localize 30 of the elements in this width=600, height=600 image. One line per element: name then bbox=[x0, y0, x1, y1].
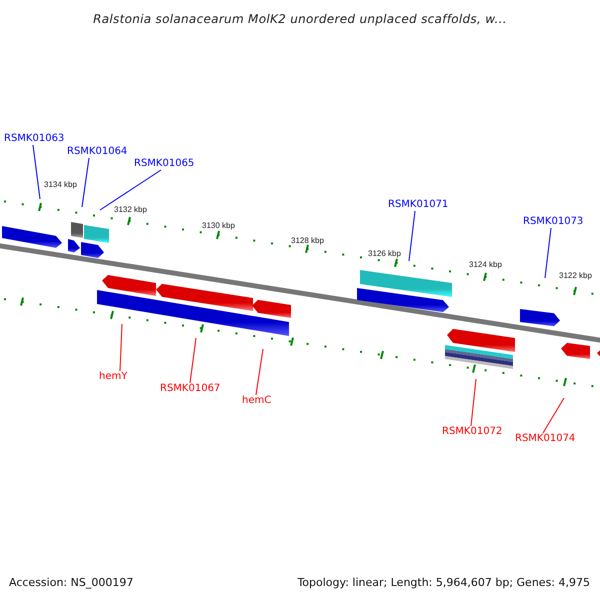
scale-label: 3132 kbp bbox=[114, 205, 147, 215]
scale-label: 3122 kbp bbox=[559, 271, 592, 281]
gene-label: RSMK01074 bbox=[515, 433, 576, 445]
leader-line bbox=[120, 324, 122, 372]
leader-line bbox=[542, 398, 564, 434]
leader-line bbox=[82, 158, 90, 208]
accession-label: Accession: NS_000197 bbox=[9, 575, 134, 591]
gene-label: hemY bbox=[99, 371, 128, 383]
leader-line bbox=[32, 144, 40, 200]
scale-label: 3130 kbp bbox=[202, 221, 235, 231]
leader-line bbox=[100, 170, 162, 210]
diagram-title: Ralstonia solanacearum MolK2 unordered unplaced scaffolds, w... bbox=[92, 11, 508, 28]
scale-label: 3128 kbp bbox=[291, 236, 324, 246]
scale-label: 3134 kbp bbox=[44, 180, 77, 190]
leader-line bbox=[190, 338, 196, 384]
scale-label: 3124 kbp bbox=[469, 260, 502, 270]
leader-line bbox=[408, 210, 416, 262]
leader-line bbox=[256, 348, 264, 396]
gene-label: RSMK01073 bbox=[523, 216, 584, 228]
gene-label: hemC bbox=[242, 395, 272, 407]
gene-label: RSMK01067 bbox=[160, 383, 220, 395]
gene-label: RSMK01072 bbox=[442, 426, 502, 438]
gene-label: RSMK01065 bbox=[134, 158, 194, 170]
gene-label: RSMK01063 bbox=[4, 133, 64, 145]
leader-line bbox=[544, 228, 552, 278]
gene-label: RSMK01071 bbox=[388, 199, 448, 211]
scale-label: 3126 kbp bbox=[368, 249, 401, 259]
summary-label: Topology: linear; Length: 5,964,607 bp; Genes: 4,975 bbox=[297, 575, 590, 591]
gene-label: RSMK01064 bbox=[67, 146, 128, 158]
leader-line bbox=[470, 378, 476, 426]
